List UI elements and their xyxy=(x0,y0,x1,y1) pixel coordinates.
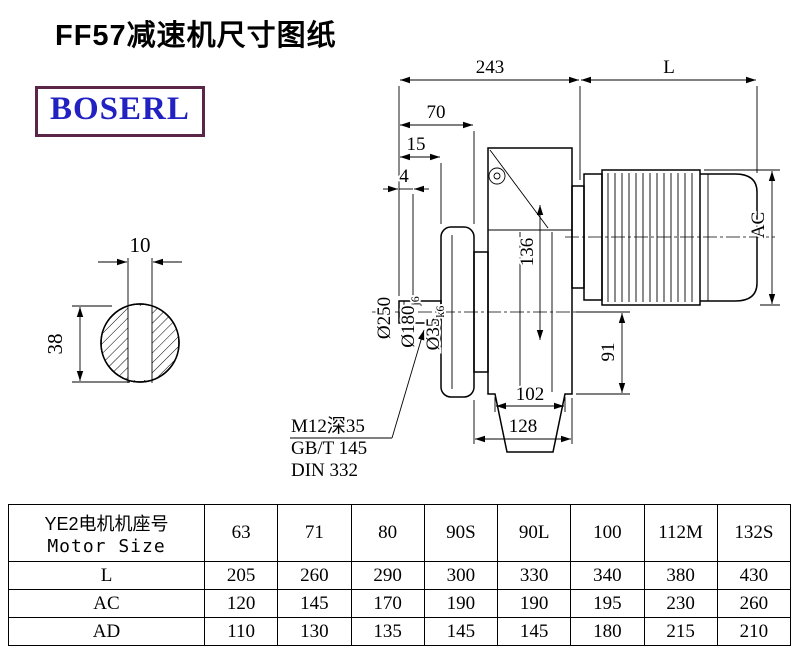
dim-flange-depth: 70 xyxy=(427,102,446,123)
table-cell: 145 xyxy=(496,617,572,646)
column-header: 100 xyxy=(570,504,645,562)
row-label: AD xyxy=(8,617,205,646)
table-cell: 195 xyxy=(570,589,645,618)
dim-bottom-height: 91 xyxy=(598,343,619,362)
table-cell: 300 xyxy=(423,561,499,590)
dim-shaft-diameter: Ø35k6 xyxy=(423,306,447,351)
dim-spigot-diameter: Ø180j6 xyxy=(398,296,422,348)
table-cell: 260 xyxy=(716,589,792,618)
column-header: 80 xyxy=(350,504,425,562)
note-standard-din: DIN 332 xyxy=(291,460,358,481)
dim-base-width: 128 xyxy=(509,416,538,437)
column-header: 63 xyxy=(203,504,279,562)
dim-keyway-width: 10 xyxy=(130,233,151,257)
motor-body xyxy=(601,169,701,306)
table-cell: 135 xyxy=(350,617,425,646)
table-cell: 110 xyxy=(203,617,279,646)
table-cell: 120 xyxy=(203,589,279,618)
column-header: 132S xyxy=(716,504,792,562)
column-header: 112M xyxy=(643,504,718,562)
table-row-AD: AD 110 130 135 145 145 180 215 210 xyxy=(8,617,792,646)
table-cell: 210 xyxy=(716,617,792,646)
table-row-L: L 205 260 290 300 330 340 380 430 xyxy=(8,561,792,590)
dim-motor-diameter: AC xyxy=(748,212,769,238)
table-header-row: YE2电机机座号 Motor Size 63 71 80 90S 90L 100… xyxy=(8,504,792,562)
dimensions: 243 L 70 15 4 Ø250 Ø180j6 Ø35k6 1 xyxy=(372,55,780,444)
fan-cover xyxy=(700,173,758,302)
row-label: AC xyxy=(8,589,205,618)
motor-size-label-cn: YE2电机机座号 xyxy=(44,513,169,534)
dim-shaft-height: 38 xyxy=(43,334,67,355)
brand-text: BOSERL xyxy=(50,91,190,127)
table-cell: 190 xyxy=(423,589,499,618)
column-header: 90L xyxy=(496,504,572,562)
dim-motor-length: L xyxy=(663,57,675,78)
dim-center-height: 136 xyxy=(517,238,538,267)
dim-flange-od: Ø250 xyxy=(374,297,395,339)
dim-top-width: 243 xyxy=(476,57,505,78)
table-cell: 380 xyxy=(643,561,718,590)
column-header: 71 xyxy=(277,504,352,562)
dimension-table: YE2电机机座号 Motor Size 63 71 80 90S 90L 100… xyxy=(8,504,792,646)
table-cell: 205 xyxy=(203,561,279,590)
column-header: 90S xyxy=(423,504,499,562)
table-cell: 145 xyxy=(277,589,352,618)
motor-size-header-cell: YE2电机机座号 Motor Size xyxy=(8,504,205,562)
technical-drawing: 10 38 xyxy=(41,55,780,483)
table-cell: 180 xyxy=(570,617,645,646)
note-standard-gbt: GB/T 145 xyxy=(291,438,367,459)
note-tap: M12深35 xyxy=(291,415,365,437)
centerlines xyxy=(372,236,775,313)
table-cell: 170 xyxy=(350,589,425,618)
table-cell: 190 xyxy=(496,589,572,618)
table-row-AC: AC 120 145 170 190 190 195 230 260 xyxy=(8,589,792,618)
table-cell: 230 xyxy=(643,589,718,618)
table-cell: 340 xyxy=(570,561,645,590)
table-cell: 260 xyxy=(277,561,352,590)
table-cell: 430 xyxy=(716,561,792,590)
dim-foot-width: 102 xyxy=(516,384,545,405)
shaft-end-view: 10 38 xyxy=(41,231,182,383)
dim-shaft-step: 15 xyxy=(407,134,426,155)
table-cell: 145 xyxy=(423,617,499,646)
table-cell: 215 xyxy=(643,617,718,646)
page-title: FF57减速机尺寸图纸 xyxy=(55,20,337,52)
row-label: L xyxy=(8,561,205,590)
shaft-end-notes: M12深35 GB/T 145 DIN 332 xyxy=(289,329,425,483)
table-cell: 130 xyxy=(277,617,352,646)
brand-logo: BOSERL xyxy=(35,86,205,137)
table-cell: 290 xyxy=(350,561,425,590)
table-cell: 330 xyxy=(496,561,572,590)
motor-size-label-en: Motor Size xyxy=(47,535,166,557)
dim-gap: 4 xyxy=(399,166,409,187)
